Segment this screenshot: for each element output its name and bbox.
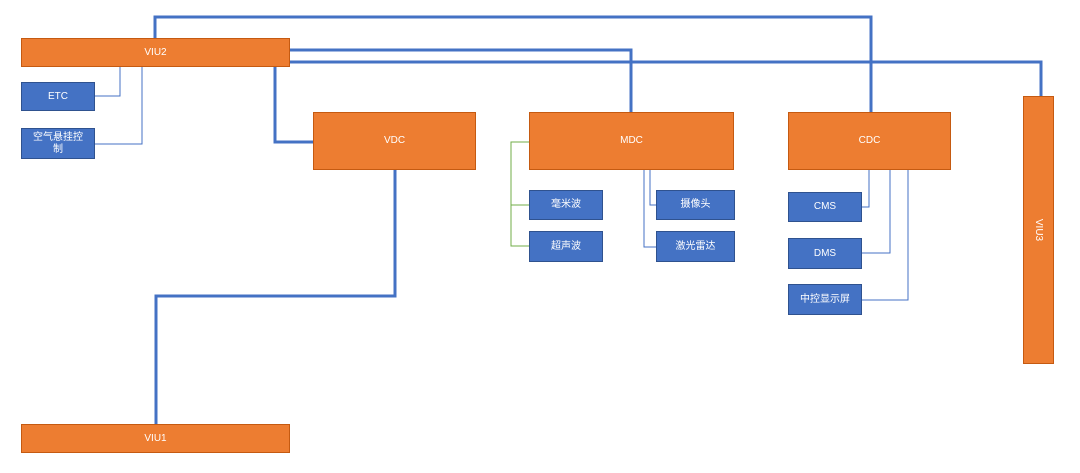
node-etc-label: ETC	[48, 90, 68, 102]
node-lidar-label: 激光雷达	[675, 240, 716, 252]
node-center-display-label: 中控显示屏	[800, 293, 850, 305]
node-etc: ETC	[21, 82, 95, 111]
node-center-display: 中控显示屏	[788, 284, 862, 315]
node-vdc: VDC	[313, 112, 476, 170]
node-dms: DMS	[788, 238, 862, 269]
node-lidar: 激光雷达	[656, 231, 735, 262]
link-viu2-viu3	[289, 60, 1043, 96]
node-mmwave-radar: 毫米波	[529, 190, 603, 220]
link-vdc-viu1	[154, 170, 397, 424]
node-vdc-label: VDC	[383, 135, 406, 146]
node-cdc-label: CDC	[858, 135, 881, 146]
node-air-suspension: 空气悬挂控制	[21, 128, 95, 159]
node-camera: 摄像头	[656, 190, 735, 220]
node-cms: CMS	[788, 192, 862, 222]
node-viu2-label: VIU2	[144, 46, 167, 58]
link-viu2-air-suspension	[95, 67, 143, 145]
node-viu1: VIU1	[21, 424, 290, 453]
node-cdc: CDC	[788, 112, 951, 170]
node-viu2: VIU2	[21, 38, 290, 67]
link-viu2-cdc	[153, 15, 873, 112]
node-mmwave-radar-label: 毫米波	[551, 199, 581, 210]
link-viu2-vdc	[273, 67, 313, 144]
node-cms-label: CMS	[813, 201, 837, 212]
node-camera-label: 摄像头	[680, 199, 711, 210]
node-mdc: MDC	[529, 112, 734, 170]
link-mdc-camera	[649, 170, 656, 206]
link-cdc-cms	[862, 170, 870, 208]
link-mdc-lidar	[643, 170, 656, 248]
link-mdc-sensors	[510, 141, 529, 247]
link-cdc-dms	[862, 170, 891, 254]
link-cdc-center-display	[862, 170, 909, 301]
node-viu3-label: VIU3	[1033, 218, 1045, 242]
link-viu2-mdc	[289, 48, 633, 112]
node-ultrasonic-label: 超声波	[551, 240, 581, 252]
node-dms-label: DMS	[813, 247, 837, 259]
link-viu2-etc	[95, 67, 121, 97]
node-viu1-label: VIU1	[144, 432, 167, 444]
node-mdc-label: MDC	[620, 135, 643, 146]
node-air-suspension-label: 空气悬挂控制	[33, 131, 83, 155]
node-viu3: VIU3	[1023, 96, 1054, 364]
node-ultrasonic: 超声波	[529, 231, 603, 262]
